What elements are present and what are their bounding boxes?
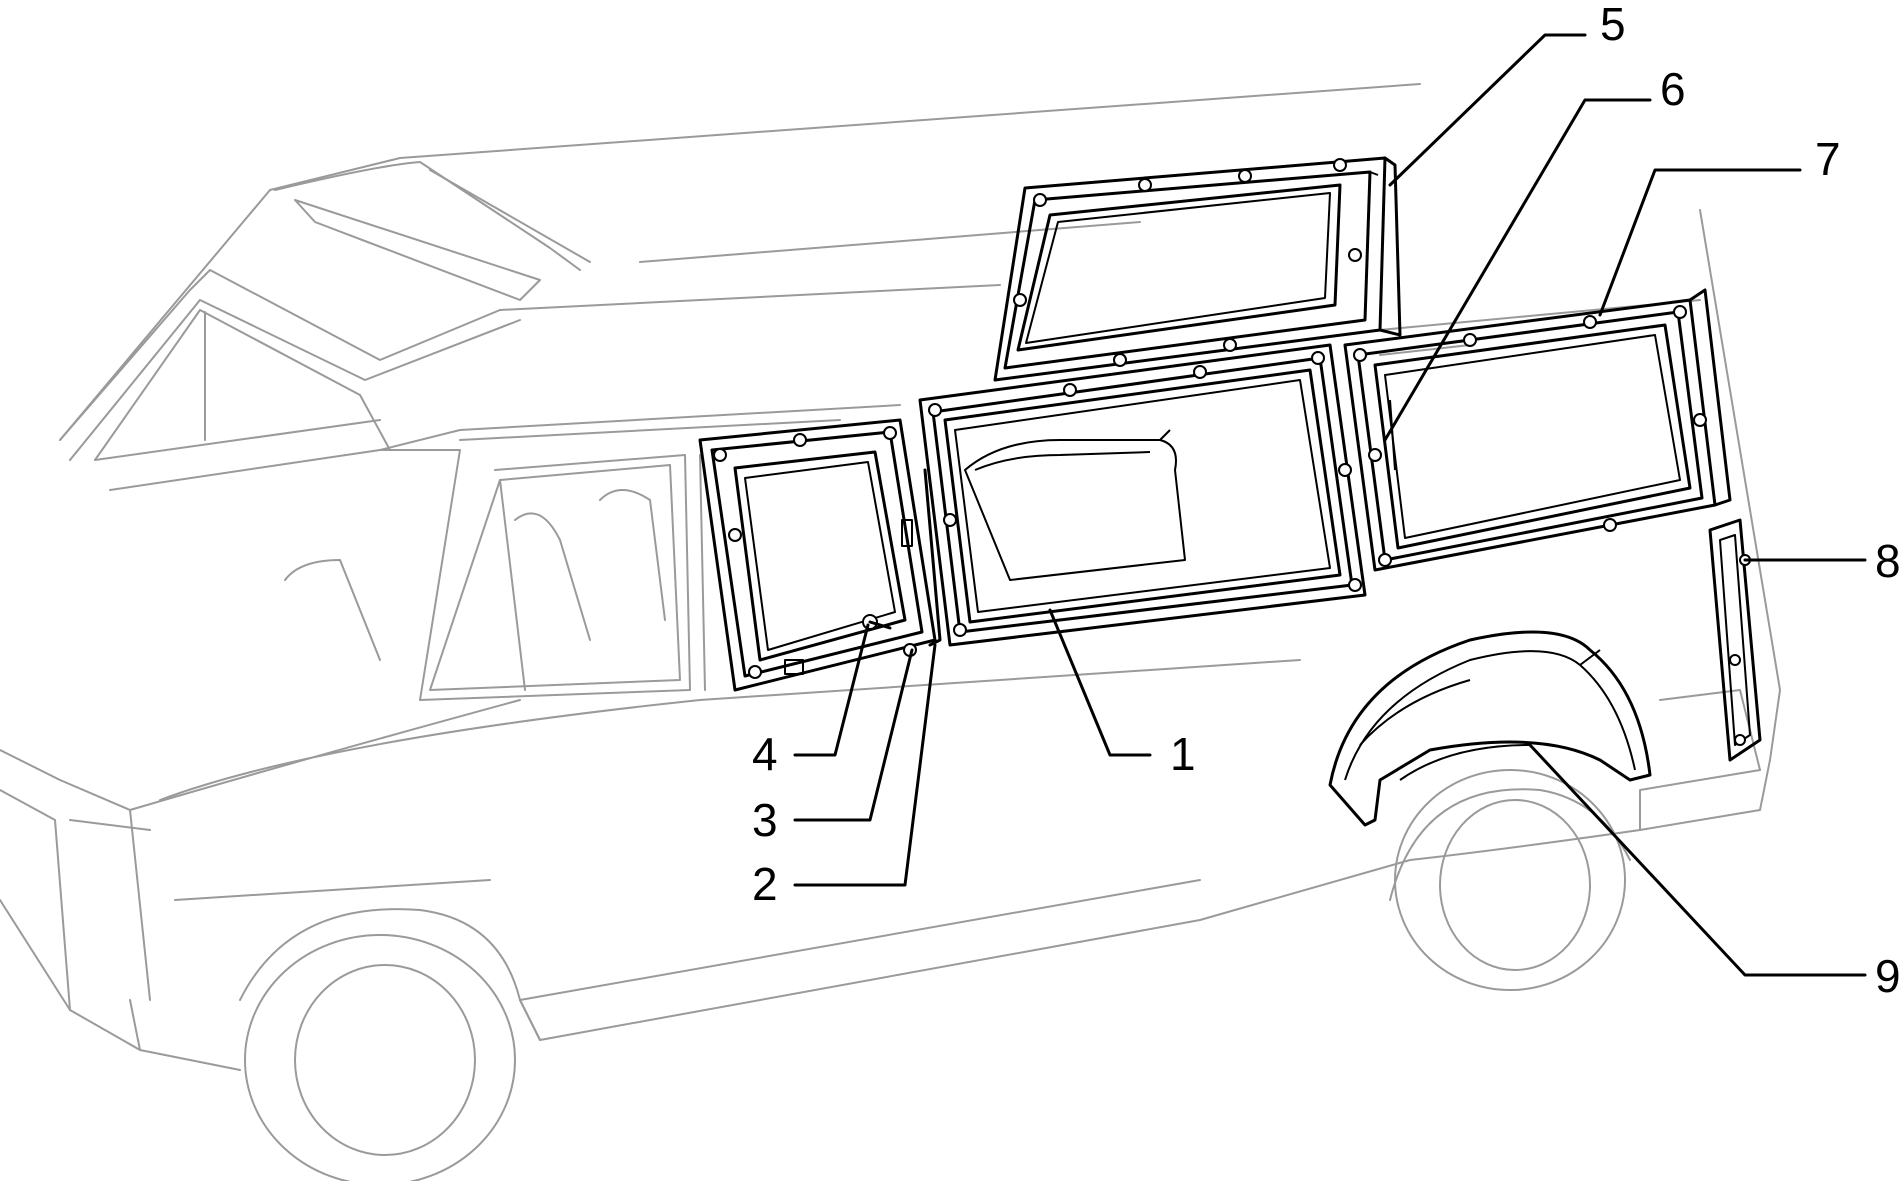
callout-7: 7: [1815, 133, 1841, 185]
callout-8: 8: [1875, 535, 1901, 587]
callout-1: 1: [1170, 728, 1196, 780]
center-window-frame: [918, 343, 1367, 647]
callout-9: 9: [1875, 950, 1901, 1002]
upper-window-frame: [993, 156, 1402, 382]
wheel-arch-liner: [1328, 630, 1652, 827]
callout-labels: 1 2 3 4 5 6 7 8 9: [752, 0, 1901, 1002]
callout-6: 6: [1660, 63, 1686, 115]
van-outline: [0, 83, 1781, 1181]
rear-corner-trim: [1708, 518, 1762, 762]
front-window-frame: [698, 418, 942, 692]
callout-5: 5: [1600, 0, 1626, 50]
callout-2: 2: [752, 858, 778, 910]
callout-4: 4: [752, 728, 778, 780]
callout-3: 3: [752, 794, 778, 846]
rear-window-frame: [1343, 288, 1732, 572]
callout-leaders: [793, 33, 1867, 977]
